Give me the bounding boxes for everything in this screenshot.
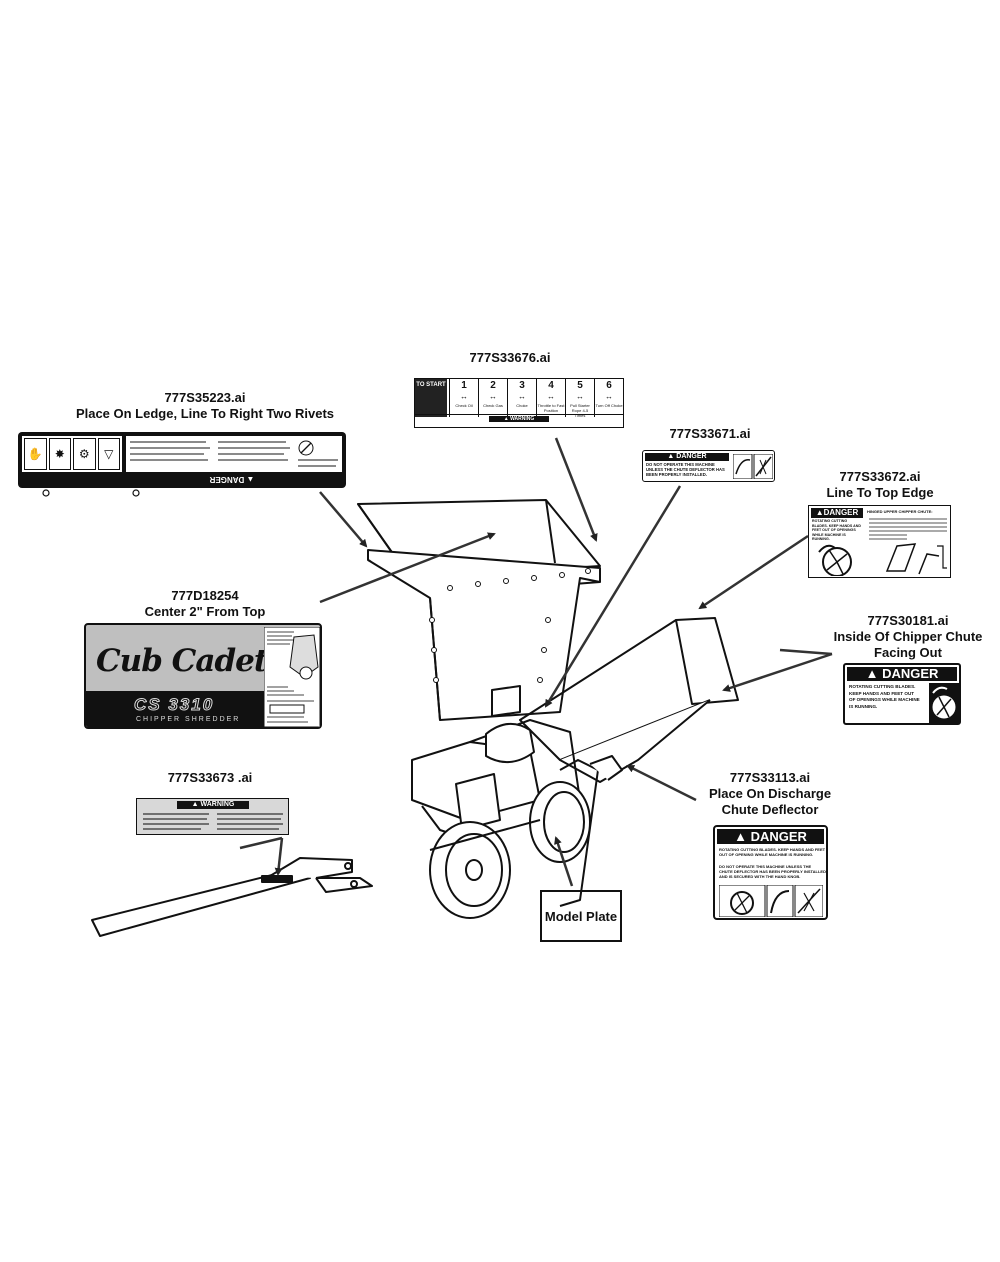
callout-777s35223: 777S35223.ai Place On Ledge, Line To Rig…: [60, 390, 350, 422]
step-label: Pull Starter Rope 4-5 Times: [570, 403, 590, 417]
hazard-icon: ⚙: [73, 438, 96, 470]
step-number: 1: [461, 380, 467, 391]
warning-text-lines: [143, 813, 283, 830]
callout-instruction: Place On Ledge, Line To Right Two Rivets: [75, 406, 335, 421]
step-icon: ↔: [460, 392, 468, 401]
step-number: 4: [548, 380, 554, 391]
step-icon: ↔: [489, 392, 497, 401]
danger-text: ROTATING CUTTING BLADES. KEEP HANDS AND …: [812, 519, 861, 541]
model-banner: CS 3310 CHIPPER SHREDDER: [86, 691, 264, 727]
danger-text: DO NOT OPERATE THIS MACHINE UNLESS THE C…: [719, 864, 826, 879]
callout-instruction: Facing Out: [874, 645, 942, 660]
start-step: 3↔ Choke: [507, 379, 536, 417]
warning-triangle-icon: ▲: [667, 453, 677, 460]
callout-instruction: Chute Deflector: [721, 802, 819, 817]
danger-header: ▲ DANGER: [645, 453, 729, 461]
to-start-block: TO START: [415, 379, 447, 417]
icon-panel: ✋ ✸ ⚙ ▽: [22, 436, 122, 472]
cub-cadet-decal: Cub Cadet CS 3310 CHIPPER SHREDDER: [84, 623, 322, 729]
danger-decal-33671: ▲ DANGER DO NOT OPERATE THIS MACHINE UNL…: [642, 450, 775, 482]
danger-header: ▲ DANGER: [847, 667, 957, 681]
warning-header: ▲ WARNING: [177, 801, 249, 809]
step-icon: ↔: [518, 392, 526, 401]
callout-777d18254: 777D18254 Center 2" From Top: [120, 588, 290, 620]
callout-777s33673: 777S33673 .ai: [140, 770, 280, 786]
danger-text: ROTATING CUTTING BLADES. KEEP HANDS AND …: [849, 684, 920, 709]
danger-decal-35223: ✋ ✸ ⚙ ▽ ▲ DANGER: [18, 432, 346, 488]
callout-777s33113: 777S33113.ai Place On Discharge Chute De…: [680, 770, 860, 818]
hazard-icon: ▽: [97, 438, 120, 470]
step-icon: ↔: [605, 392, 613, 401]
upside-down-text-block: [126, 436, 342, 472]
warning-triangle-icon: ▲: [191, 801, 201, 808]
model-plate-label: Model Plate: [544, 908, 618, 924]
callout-777s30181: 777S30181.ai Inside Of Chipper Chute Fac…: [818, 613, 998, 661]
step-label: Turn Off Choke: [595, 403, 623, 408]
start-step: 6↔ Turn Off Choke: [594, 379, 623, 417]
danger-header: ▲ DANGER: [717, 829, 824, 844]
callout-part-number: 777S33673 .ai: [167, 770, 253, 785]
callout-part-number: 777S33676.ai: [469, 350, 551, 365]
callout-instruction: Inside Of Chipper Chute: [833, 629, 983, 644]
callout-part-number: 777S33113.ai: [729, 770, 811, 785]
callout-part-number: 777S33672.ai: [839, 469, 921, 484]
rotating-blades-icon: [818, 544, 852, 576]
danger-decal-33672: ▲DANGER ROTATING CUTTING BLADES. KEEP HA…: [808, 505, 951, 578]
danger-header: ▲DANGER: [811, 508, 863, 518]
step-number: 3: [519, 380, 525, 391]
callout-part-number: 777D18254: [171, 588, 239, 603]
rotating-blades-icon: [733, 454, 773, 479]
warning-triangle-icon: ▲: [734, 829, 751, 844]
model-name: CS 3310: [133, 695, 215, 715]
callout-part-number: 777S30181.ai: [867, 613, 949, 628]
danger-decal-33113: ▲ DANGER ROTATING CUTTING BLADES. KEEP H…: [713, 825, 828, 920]
hazard-icon: ✋: [24, 438, 47, 470]
callout-instruction: Center 2" From Top: [144, 604, 266, 619]
callout-777s33671: 777S33671.ai: [640, 426, 780, 442]
start-step: 1↔ Check Oil: [449, 379, 478, 417]
brand-logo: Cub Cadet: [96, 643, 268, 679]
step-number: 2: [490, 380, 496, 391]
warning-triangle-icon: ▲: [865, 666, 883, 681]
model-subtitle: CHIPPER SHREDDER: [136, 716, 241, 723]
warning-triangle-icon: ▲: [815, 508, 824, 517]
danger-text: ROTATING CUTTING BLADES. KEEP HANDS AND …: [719, 847, 826, 857]
step-icon: ↔: [547, 392, 555, 401]
rotating-blades-icon: [929, 683, 959, 723]
start-warning-strip: ▲ WARNING: [415, 414, 623, 427]
warning-triangle-icon: ▲: [503, 416, 509, 422]
start-step: 5↔ Pull Starter Rope 4-5 Times: [565, 379, 594, 417]
rotating-blades-icon: [719, 885, 823, 917]
callout-part-number: 777S33671.ai: [669, 426, 751, 441]
callout-777s33672: 777S33672.ai Line To Top Edge: [810, 469, 950, 501]
chute-diagram-icon: [869, 518, 947, 575]
step-number: 5: [577, 380, 583, 391]
callout-instruction: Line To Top Edge: [826, 485, 934, 500]
danger-text: DO NOT OPERATE THIS MACHINE UNLESS THE C…: [646, 462, 725, 477]
callout-777s33676: 777S33676.ai: [440, 350, 580, 366]
callout-part-number: 777S35223.ai: [164, 390, 246, 405]
danger-decal-30181: ▲ DANGER ROTATING CUTTING BLADES. KEEP H…: [843, 663, 961, 725]
step-label: Throttle to Fast Position: [537, 403, 565, 413]
step-label: Choke: [516, 403, 528, 408]
start-step: 4↔ Throttle to Fast Position: [536, 379, 565, 417]
step-label: Check Oil: [455, 403, 473, 408]
hinged-chute-title: HINGED UPPER CHIPPER CHUTE:: [867, 509, 933, 514]
hazard-icon: ✸: [48, 438, 71, 470]
step-label: Check Gas: [483, 403, 503, 408]
warning-decal-33673: ▲ WARNING: [136, 798, 289, 835]
step-number: 6: [606, 380, 612, 391]
instruction-panel: [264, 627, 320, 727]
callout-instruction: Place On Discharge: [708, 786, 832, 801]
start-step: 2↔ Check Gas: [478, 379, 507, 417]
step-icon: ↔: [576, 392, 584, 401]
